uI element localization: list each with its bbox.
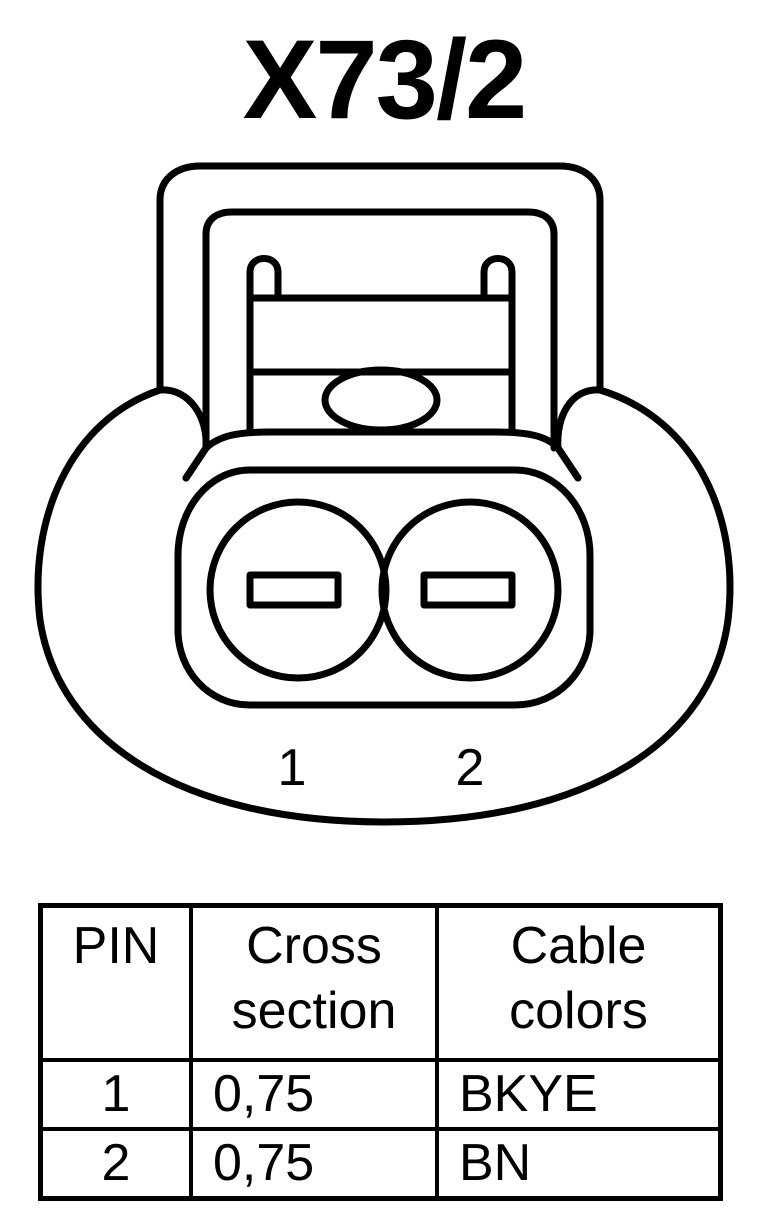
housing-outline bbox=[34, 386, 734, 826]
latch-left-post bbox=[246, 255, 282, 434]
table-row: 1 0,75 BKYE bbox=[38, 1058, 723, 1131]
row-pin: 1 bbox=[38, 1058, 193, 1131]
left-ear bbox=[156, 386, 210, 482]
face-plate bbox=[202, 428, 582, 482]
latch-right-post bbox=[480, 255, 516, 434]
row-cable-color: BN bbox=[435, 1127, 723, 1201]
header-cross-section-line-2: section bbox=[231, 982, 397, 1040]
row-cable-color: BKYE bbox=[435, 1058, 723, 1131]
latch-frame-inner bbox=[202, 208, 558, 452]
connector-title: X73/2 bbox=[242, 17, 528, 142]
pin-1-label: 1 bbox=[278, 739, 307, 797]
pin-2-contact bbox=[420, 571, 516, 609]
header-pin: PIN bbox=[38, 903, 193, 1062]
header-cross-section: Cross section bbox=[189, 903, 439, 1062]
header-cable-colors: Cable colors bbox=[435, 903, 723, 1062]
pin-1-contact bbox=[246, 571, 342, 609]
pin-1-socket bbox=[206, 498, 390, 682]
latch-frame-outer bbox=[156, 162, 604, 394]
row-cross-section: 0,75 bbox=[189, 1127, 439, 1201]
header-cable-colors-line-2: colors bbox=[509, 982, 648, 1040]
header-cross-section-line-1: Cross bbox=[246, 917, 382, 975]
pin-2-label: 2 bbox=[456, 739, 485, 797]
table-header-row: PIN Cross section Cable colors bbox=[38, 903, 723, 1062]
right-ear bbox=[554, 386, 604, 482]
face-plate-left bbox=[182, 444, 210, 482]
header-cable-colors-line-1: Cable bbox=[510, 917, 647, 975]
socket-capsule bbox=[174, 466, 594, 709]
latch-slot bbox=[321, 366, 441, 434]
connector-diagram: 1 2 bbox=[34, 162, 734, 826]
pin-assignment-table: PIN Cross section Cable colors 1 0,75 BK… bbox=[38, 903, 723, 1201]
table-row: 2 0,75 BN bbox=[38, 1127, 723, 1201]
pin-2-socket bbox=[378, 498, 562, 682]
row-cross-section: 0,75 bbox=[189, 1058, 439, 1131]
row-pin: 2 bbox=[38, 1127, 193, 1201]
